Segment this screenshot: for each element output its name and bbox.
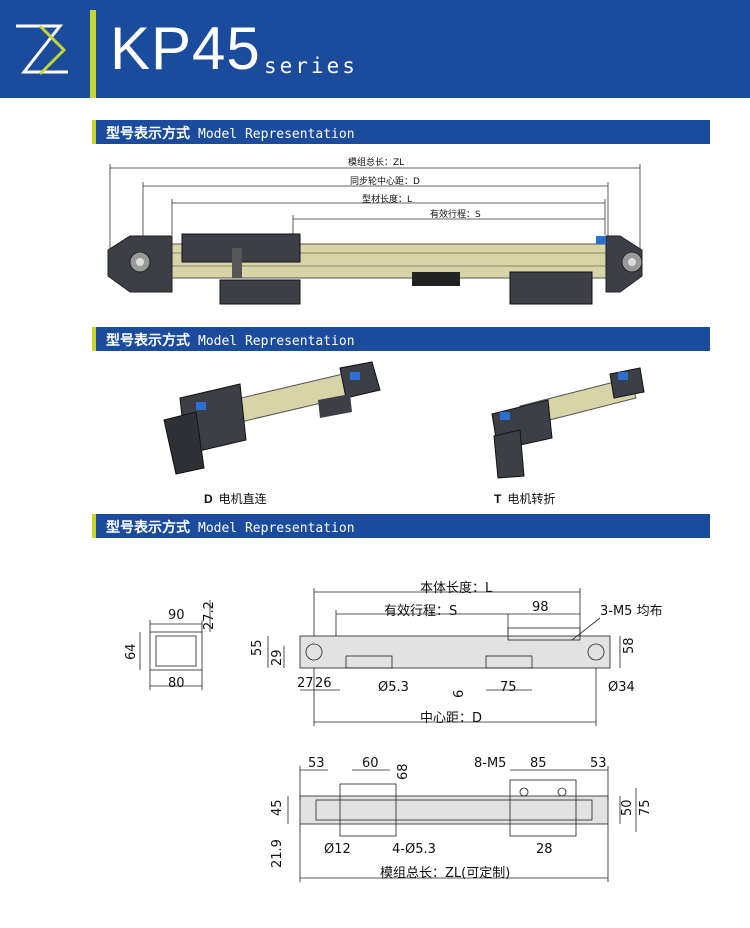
dim-phi5-3: Ø5.3 [378, 680, 409, 695]
dim-85: 85 [530, 756, 547, 771]
header-accent-bar [90, 10, 96, 98]
dim-27-2: 27.2 [202, 601, 217, 630]
variant-code: T [494, 492, 502, 506]
dim-98: 98 [532, 600, 549, 615]
dim-stroke-s: 有效行程：S [384, 604, 458, 619]
dim-21-9: 21.9 [270, 839, 285, 868]
dim-75: 75 [500, 680, 517, 695]
dim-28: 28 [536, 842, 553, 857]
section-header-3: 型号表示方式 Model Representation [92, 514, 710, 538]
dim-total-length-zl: 模组总长：ZL(可定制) [380, 866, 511, 881]
dim-55: 55 [250, 639, 265, 656]
dim-profile-length: 型材长度：L [362, 195, 413, 205]
section-title-en: Model Representation [198, 334, 355, 349]
dim-8m5: 8-M5 [474, 756, 507, 771]
variant-label: 电机转折 [507, 492, 556, 506]
dim-64: 64 [124, 643, 139, 660]
dim-phi12: Ø12 [324, 842, 351, 857]
page-header: KP45 series [0, 0, 750, 98]
dim-sync-center: 同步轮中心距：D [350, 177, 420, 187]
dim-phi34: Ø34 [608, 680, 635, 695]
dim-total-length: 模组总长：ZL [348, 158, 405, 168]
variant-code: D [204, 492, 213, 506]
dim-45: 45 [270, 799, 285, 816]
dim-50: 50 [620, 799, 635, 816]
section-title-cn: 型号表示方式 [106, 333, 190, 349]
section-title-en: Model Representation [198, 127, 355, 142]
dim-center-dist: 中心距：D [420, 711, 483, 726]
section-header-2: 型号表示方式 Model Representation [92, 327, 710, 351]
dim-53-left: 53 [308, 756, 325, 771]
dim-53-right: 53 [590, 756, 607, 771]
brand-logo [0, 0, 90, 98]
dim-80: 80 [168, 676, 185, 691]
dim-body-length: 本体长度：L [420, 581, 493, 596]
dim-58: 58 [622, 637, 637, 654]
variant-label: 电机直连 [218, 492, 267, 506]
dim-4phi5-3: 4-Ø5.3 [392, 842, 436, 857]
dim-60: 60 [362, 756, 379, 771]
section-title-cn: 型号表示方式 [106, 520, 190, 536]
page-subtitle: series [264, 54, 358, 78]
dim-stroke: 有效行程：S [430, 210, 481, 220]
dim-26: 26 [315, 676, 332, 691]
dim-68: 68 [396, 763, 411, 780]
page-title: KP45 [110, 15, 261, 82]
dim-90: 90 [168, 608, 185, 623]
variant-t-caption: T 电机转折 [494, 490, 555, 507]
dim-75-vertical: 75 [638, 799, 653, 816]
dim-27: 27 [297, 676, 314, 691]
section-title-cn: 型号表示方式 [106, 126, 190, 142]
dim-29: 29 [270, 649, 285, 666]
section-title-en: Model Representation [198, 521, 355, 536]
variant-d-caption: D 电机直连 [204, 490, 267, 507]
dim-3m5: 3-M5 均布 [600, 604, 663, 619]
section-header-1: 型号表示方式 Model Representation [92, 120, 710, 144]
dim-6: 6 [452, 689, 467, 698]
